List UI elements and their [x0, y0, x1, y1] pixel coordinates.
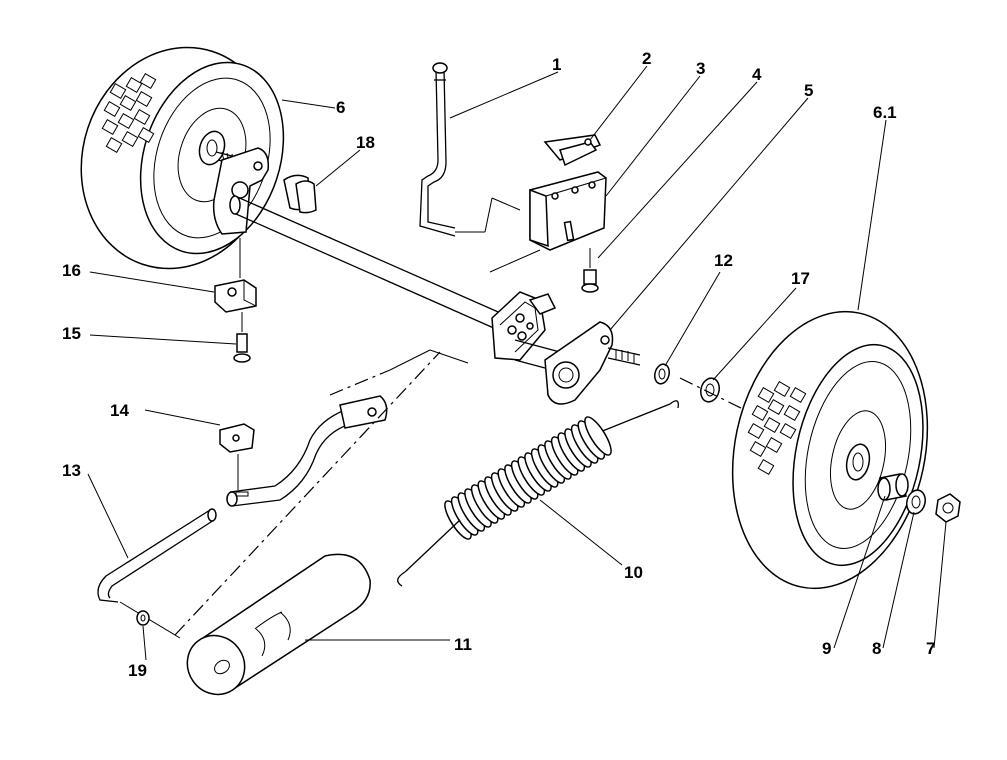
spring-coil: [584, 416, 612, 456]
callout-7: 7: [926, 639, 935, 658]
washer-8: [906, 489, 926, 515]
bracket-3: [489, 171, 607, 273]
tube-11: [186, 553, 371, 696]
callout-14: 14: [110, 401, 129, 420]
left-wheel-tread: [101, 72, 157, 154]
callout-13: 13: [62, 461, 81, 480]
rod-13: [97, 508, 217, 639]
washer-17: [700, 377, 720, 403]
link-rod: [226, 395, 388, 507]
nut-7: [935, 493, 961, 523]
clip-2: [543, 134, 602, 167]
center-bracket: [491, 291, 641, 405]
clip-16: [214, 238, 257, 313]
right-wheel: [731, 310, 929, 590]
callout-4: 4: [752, 65, 762, 84]
handle-rod: [419, 62, 521, 237]
callout-2: 2: [642, 49, 651, 68]
callout-3: 3: [696, 59, 705, 78]
callout-19: 19: [128, 661, 147, 680]
screw-15: [233, 312, 251, 363]
right-wheel-tread: [747, 380, 807, 476]
screw-4: [581, 248, 599, 293]
callout-6: 6: [336, 98, 345, 117]
callout-1: 1: [552, 55, 561, 74]
spacer-9: [877, 473, 909, 501]
axle-shaft: [229, 195, 506, 334]
callout-10: 10: [624, 563, 643, 582]
callout-6-1: 6.1: [873, 103, 897, 122]
clip-18: [283, 174, 317, 214]
callout-15: 15: [62, 324, 81, 343]
callout-9: 9: [822, 639, 831, 658]
callout-5: 5: [804, 81, 813, 100]
left-wheel: [80, 46, 285, 270]
leader-lines: [87, 65, 947, 661]
callout-17: 17: [791, 269, 810, 288]
washer-12: [654, 363, 670, 385]
callout-18: 18: [356, 133, 375, 152]
assembly-centerlines: [174, 349, 746, 636]
callout-12: 12: [714, 251, 733, 270]
spring-10: [397, 400, 679, 587]
callout-11: 11: [454, 635, 472, 654]
callout-16: 16: [62, 261, 81, 280]
clip-14: [219, 423, 255, 490]
callout-8: 8: [872, 639, 881, 658]
washer-19: [136, 610, 150, 626]
callout-labels: 1 2 3 4 5 6 6.1 18 16 15 12 17 14 13 10 …: [62, 49, 935, 680]
